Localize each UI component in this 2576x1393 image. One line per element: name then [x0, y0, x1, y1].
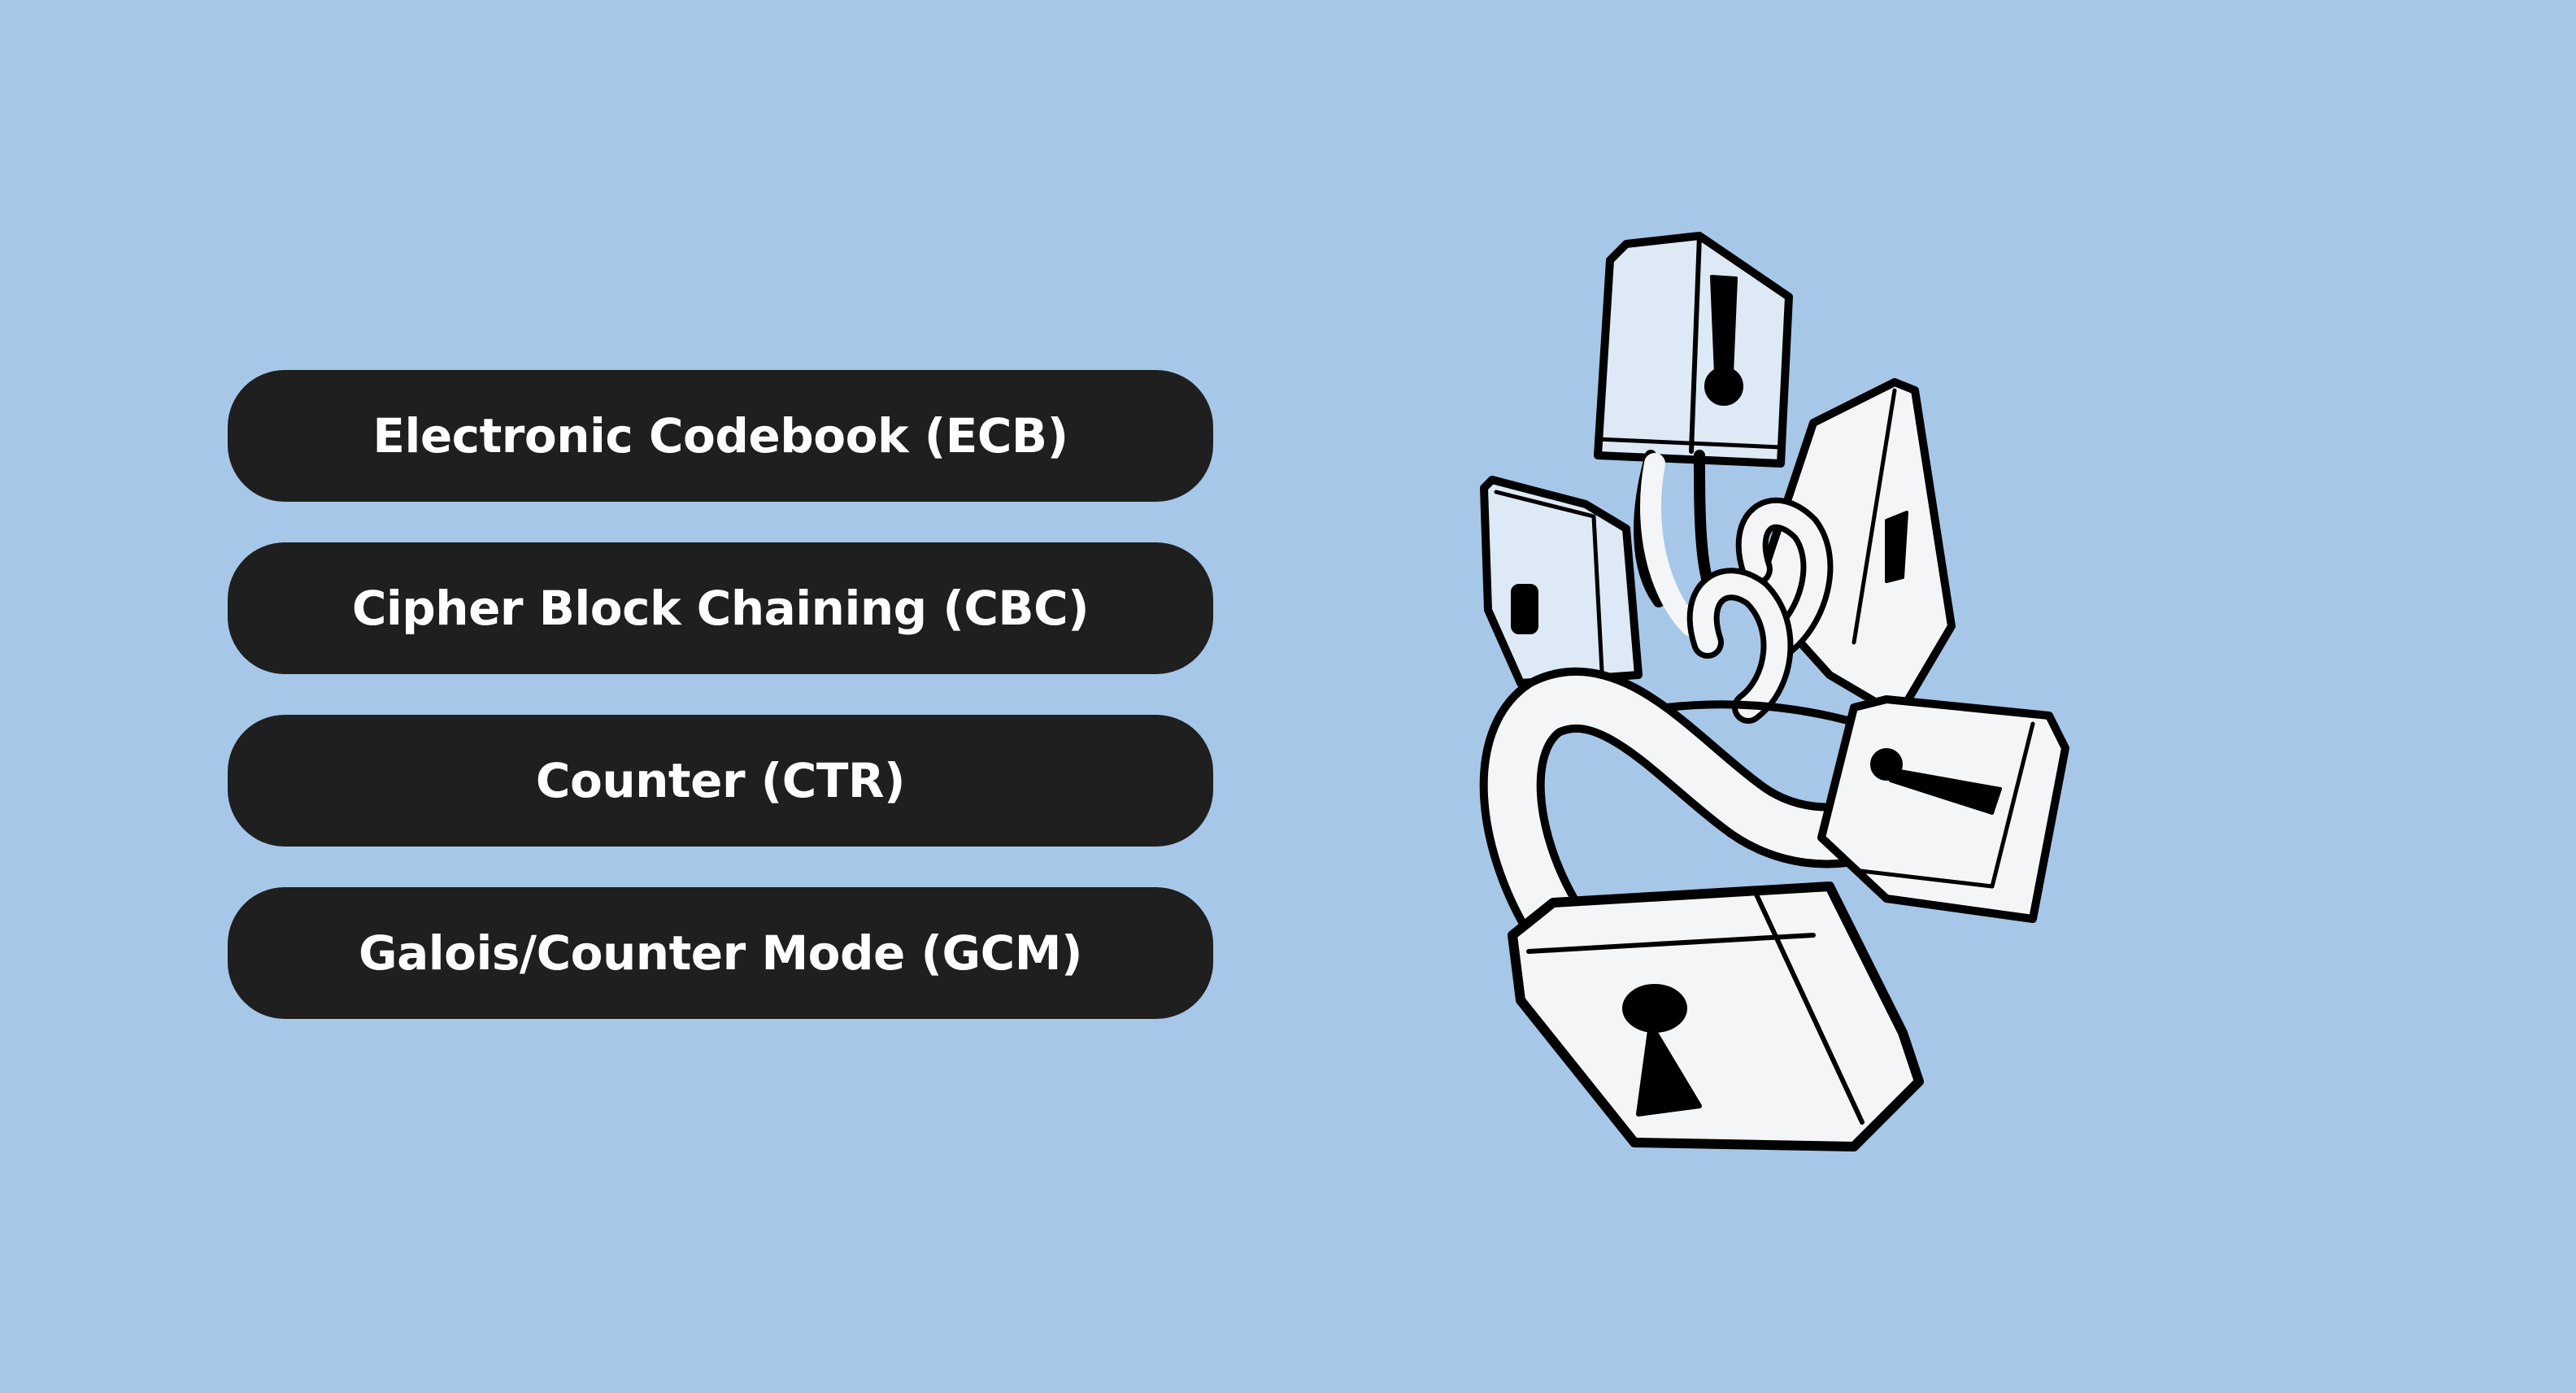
chain-icon	[1479, 450, 1919, 951]
mode-label: Electronic Codebook (ECB)	[372, 408, 1068, 464]
mode-pill-cbc: Cipher Block Chaining (CBC)	[228, 542, 1213, 674]
mode-pill-ecb: Electronic Codebook (ECB)	[228, 370, 1213, 502]
mode-pill-ctr: Counter (CTR)	[228, 715, 1213, 847]
padlock-top-icon	[1594, 232, 1793, 468]
padlock-right-small-icon	[1817, 695, 2069, 923]
padlock-left-icon	[1480, 476, 1643, 687]
padlock-bottom-icon	[1508, 882, 1924, 1151]
mode-label: Cipher Block Chaining (CBC)	[351, 581, 1090, 636]
chained-padlocks-icon	[1479, 232, 2069, 1151]
encryption-modes-list: Electronic Codebook (ECB) Cipher Block C…	[228, 370, 1213, 1019]
mode-label: Counter (CTR)	[535, 753, 906, 808]
mode-label: Galois/Counter Mode (GCM)	[359, 925, 1082, 981]
mode-pill-gcm: Galois/Counter Mode (GCM)	[228, 887, 1213, 1019]
